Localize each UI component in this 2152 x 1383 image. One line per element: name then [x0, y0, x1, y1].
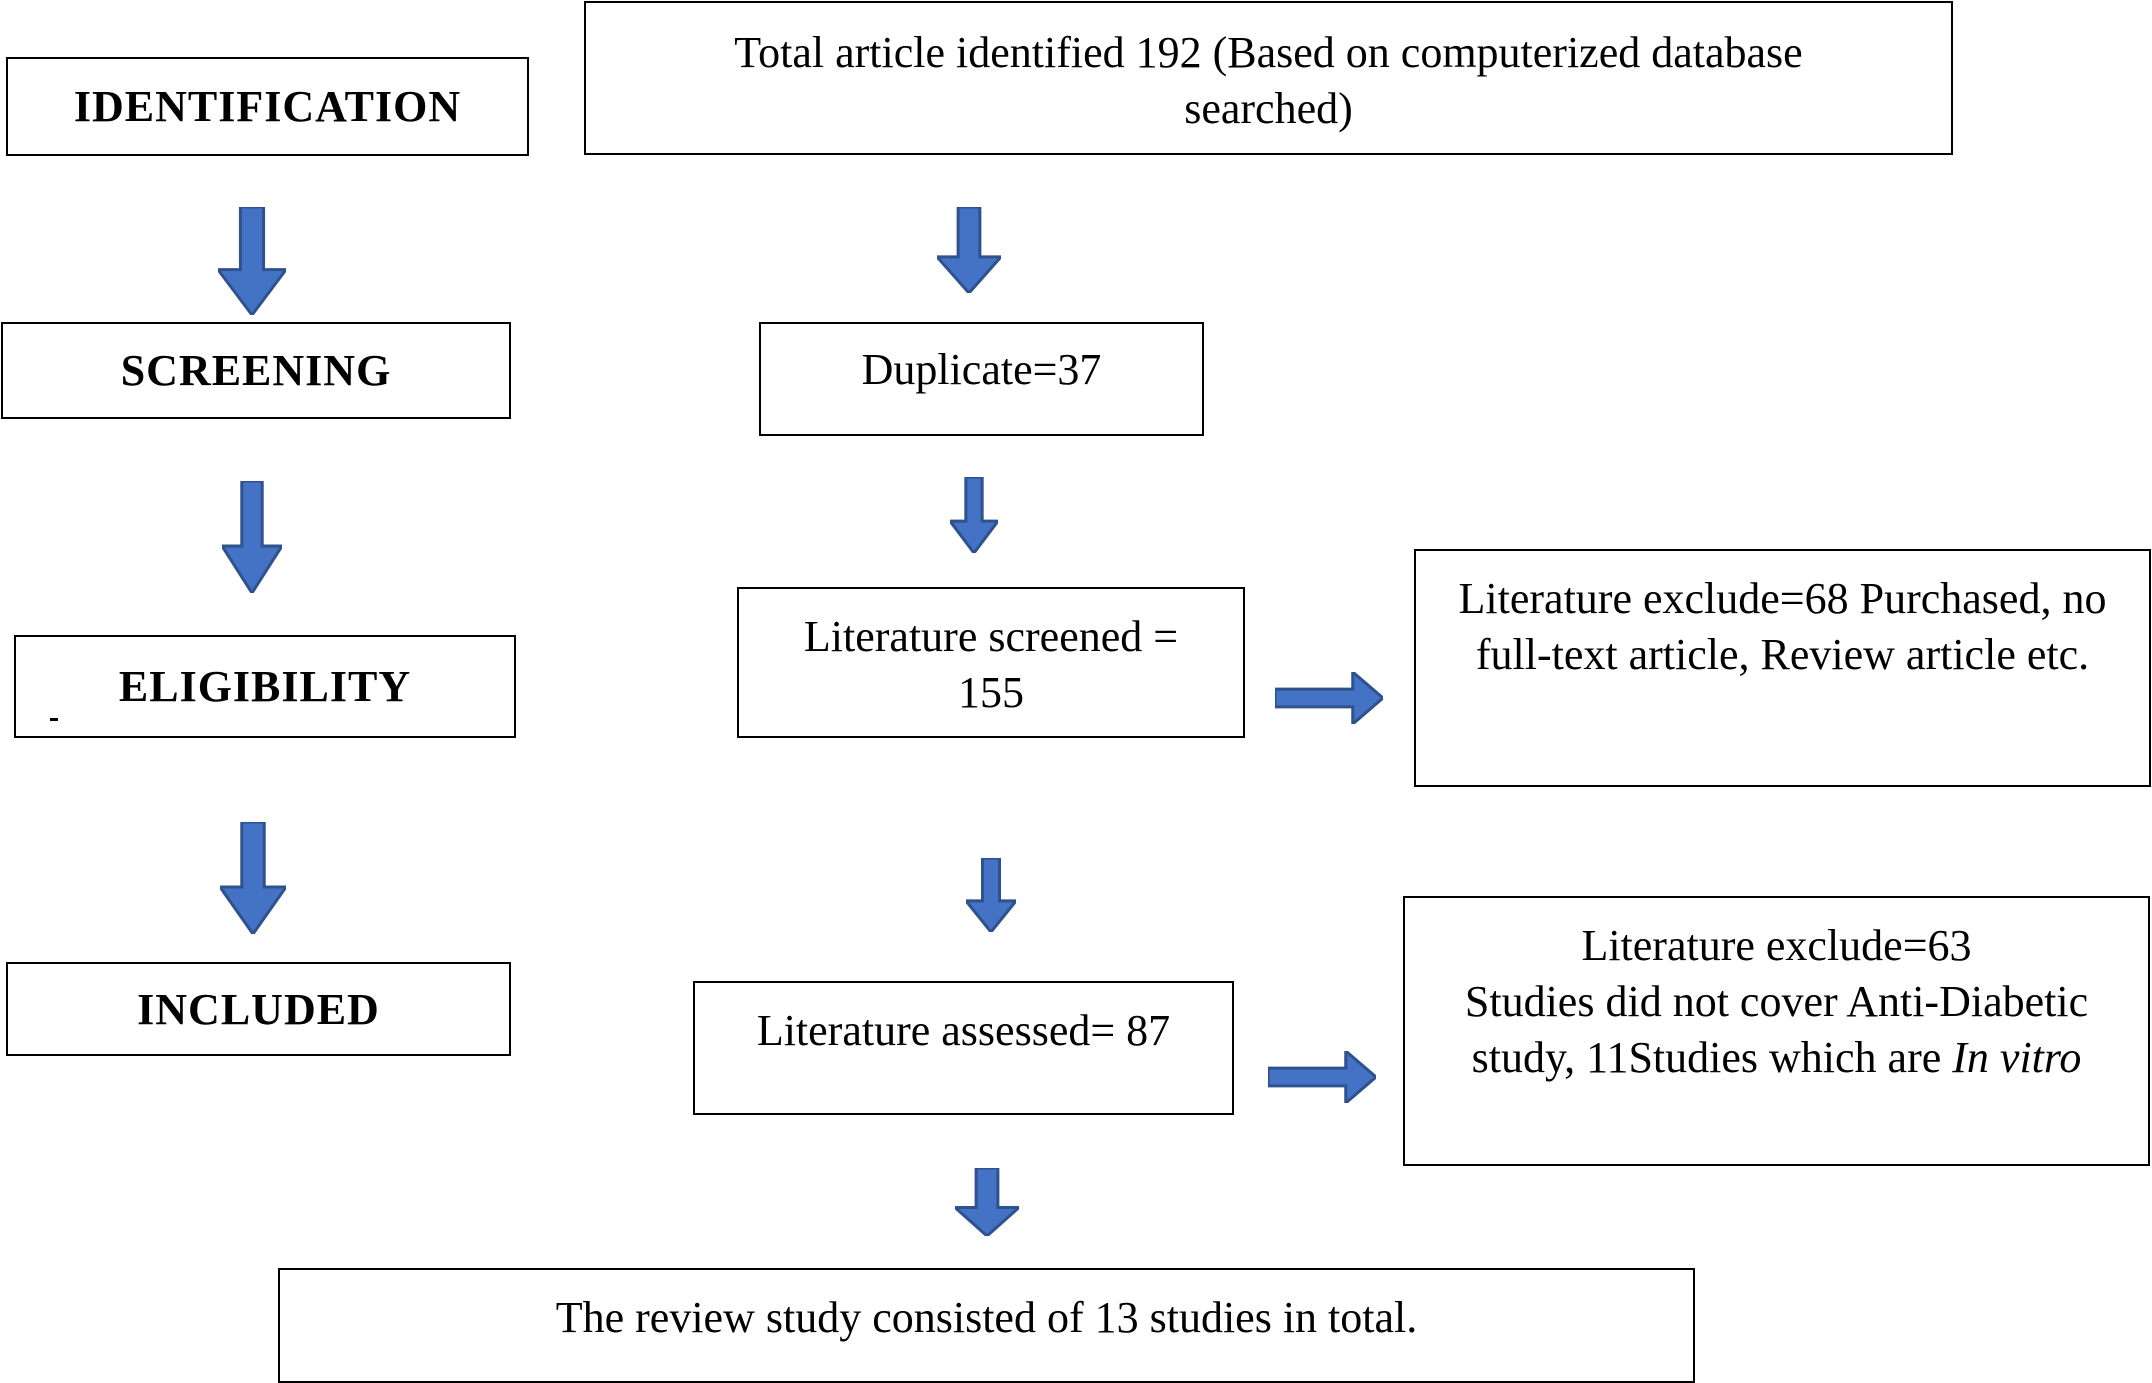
stage-eligibility-label: ELIGIBILITY [118, 662, 412, 711]
arrow-right-icon [1268, 1051, 1376, 1103]
arrow-down-icon [222, 481, 282, 593]
literature-exclude-63-text: Literature exclude=63 Studies did not co… [1449, 918, 2104, 1086]
stage-screening: SCREENING [1, 322, 511, 419]
arrow-down-icon [937, 207, 1001, 293]
stage-screening-label: SCREENING [120, 346, 392, 395]
literature-exclude-63-heading: Literature exclude=63 [1581, 921, 1972, 970]
arrow-down-icon [220, 822, 286, 934]
literature-screened-text: Literature screened = 155 [803, 612, 1179, 717]
arrow-down-icon [218, 207, 286, 315]
final-studies-text: The review study consisted of 13 studies… [555, 1293, 1418, 1342]
box-literature-exclude-68: Literature exclude=68 Purchased, no full… [1414, 549, 2151, 787]
in-vitro-text: In vitro [1952, 1033, 2082, 1082]
stage-included: INCLUDED [6, 962, 511, 1056]
arrow-down-icon [966, 858, 1016, 932]
literature-exclude-63-detail: Studies did not cover Anti-Diabetic stud… [1464, 977, 2089, 1082]
stage-identification: IDENTIFICATION [6, 57, 529, 156]
box-duplicate: Duplicate=37 [759, 322, 1204, 436]
literature-exclude-68-text: Literature exclude=68 Purchased, no full… [1458, 574, 2107, 679]
stray-mark [50, 718, 58, 721]
box-literature-exclude-63: Literature exclude=63 Studies did not co… [1403, 896, 2150, 1166]
box-articles-identified: Total article identified 192 (Based on c… [584, 1, 1953, 155]
articles-identified-text: Total article identified 192 (Based on c… [734, 28, 1803, 133]
stage-identification-label: IDENTIFICATION [73, 82, 462, 131]
box-literature-screened: Literature screened = 155 [737, 587, 1245, 738]
box-literature-assessed: Literature assessed= 87 [693, 981, 1234, 1115]
duplicate-text: Duplicate=37 [861, 345, 1102, 394]
stage-included-label: INCLUDED [137, 984, 380, 1034]
arrow-right-icon [1275, 672, 1383, 724]
box-final-studies: The review study consisted of 13 studies… [278, 1268, 1695, 1383]
arrow-down-icon [955, 1168, 1019, 1236]
stage-eligibility: ELIGIBILITY [14, 635, 516, 738]
arrow-down-icon [950, 477, 998, 553]
literature-assessed-text: Literature assessed= 87 [756, 1006, 1171, 1055]
